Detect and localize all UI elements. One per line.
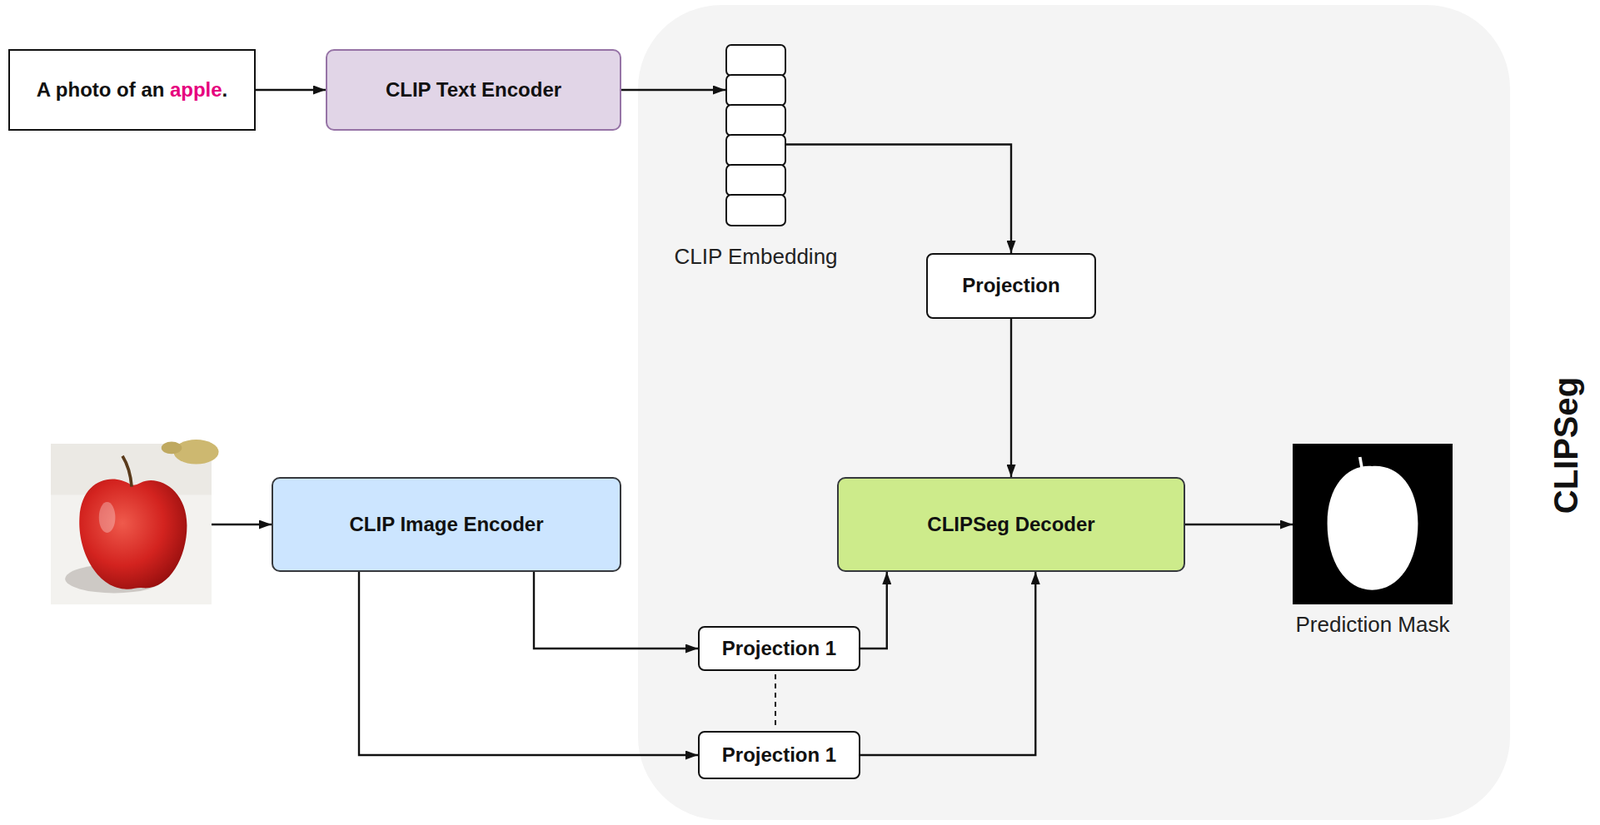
region-title: CLIPSeg [1547,377,1585,514]
text-line: A photo of anapple. [36,78,229,103]
embedding-cell [726,44,786,76]
projection-box: Projection 1 [697,626,861,672]
model-region: CLIP EmbeddingProjectionCLIPSeg DecoderP… [638,4,1511,821]
apple-highlight [99,502,116,534]
encoder-box: CLIP Image Encoder [271,477,622,573]
apple-body [79,479,187,590]
connector-arrow [1185,523,1293,526]
box-label: A photo of an [36,78,165,101]
mask-shape [1327,466,1419,591]
region-shape [638,4,1511,821]
node-caption: CLIP Embedding [673,244,838,270]
mask-image [1292,443,1453,605]
photo-background [50,443,212,605]
connector-arrow [1010,319,1012,478]
connector-arrow [621,89,726,91]
label-wrap: CLIPSeg [1549,377,1583,514]
embedding-cell [726,164,786,196]
input-arrow [211,523,272,526]
decoder-box: CLIPSeg Decoder [837,477,1186,573]
text-line: CLIP Image Encoder [349,513,544,538]
text-line: CLIPSeg Decoder [927,513,1095,538]
text-line: Projection [961,274,1060,299]
embedding-cell [726,194,786,226]
box-label: Projection 1 [722,743,837,767]
input-prompt-box: A photo of anapple. [8,49,256,131]
node-caption: Prediction Mask [1295,612,1451,638]
box-label: CLIP Text Encoder [385,78,562,101]
encoder-box: CLIP Text Encoder [325,49,622,131]
label-wrap: CLIP Embedding [673,244,838,270]
apple-stem [122,456,132,488]
box-label: CLIPSeg Decoder [927,513,1095,536]
embedding-cell [726,104,786,136]
embedding-stack: CLIP Embedding [725,44,787,227]
box-label: CLIP Image Encoder [349,513,544,536]
box-label: Projection 1 [722,637,837,660]
mask-background [1292,443,1453,605]
projection-box: Projection [926,253,1097,320]
embedding-vector-shape [725,44,787,227]
text-line: Projection 1 [722,743,837,768]
box-label: apple [169,78,223,101]
mask-node: Prediction Mask [1292,443,1453,605]
projection-box: Projection 1 [697,731,861,780]
connector-arrow [255,89,326,91]
fruit-blob [173,439,219,464]
text-line: CLIP Text Encoder [385,78,562,103]
fruit-blob [161,442,183,455]
label-wrap: Prediction Mask [1295,613,1451,639]
box-label: . [222,78,229,101]
apple-photo [50,439,220,605]
embedding-cell [726,134,786,166]
mask-stem [1360,457,1362,469]
text-line: Projection 1 [722,637,837,662]
box-label: Projection [961,274,1060,297]
embedding-cell [726,74,786,106]
